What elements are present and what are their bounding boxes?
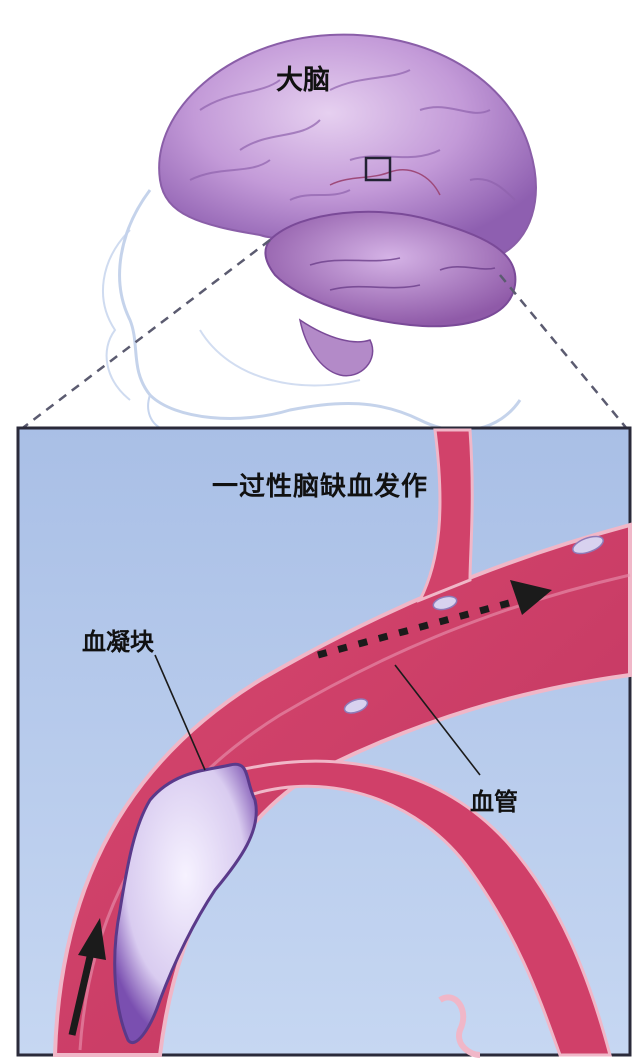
zoom-panel: [18, 428, 630, 1055]
brain-image: [159, 35, 536, 376]
vessel-label: 血管: [470, 782, 518, 817]
clot-label: 血凝块: [82, 622, 154, 657]
diagram-title: 一过性脑缺血发作: [212, 466, 428, 503]
brain-label: 大脑: [276, 58, 330, 97]
